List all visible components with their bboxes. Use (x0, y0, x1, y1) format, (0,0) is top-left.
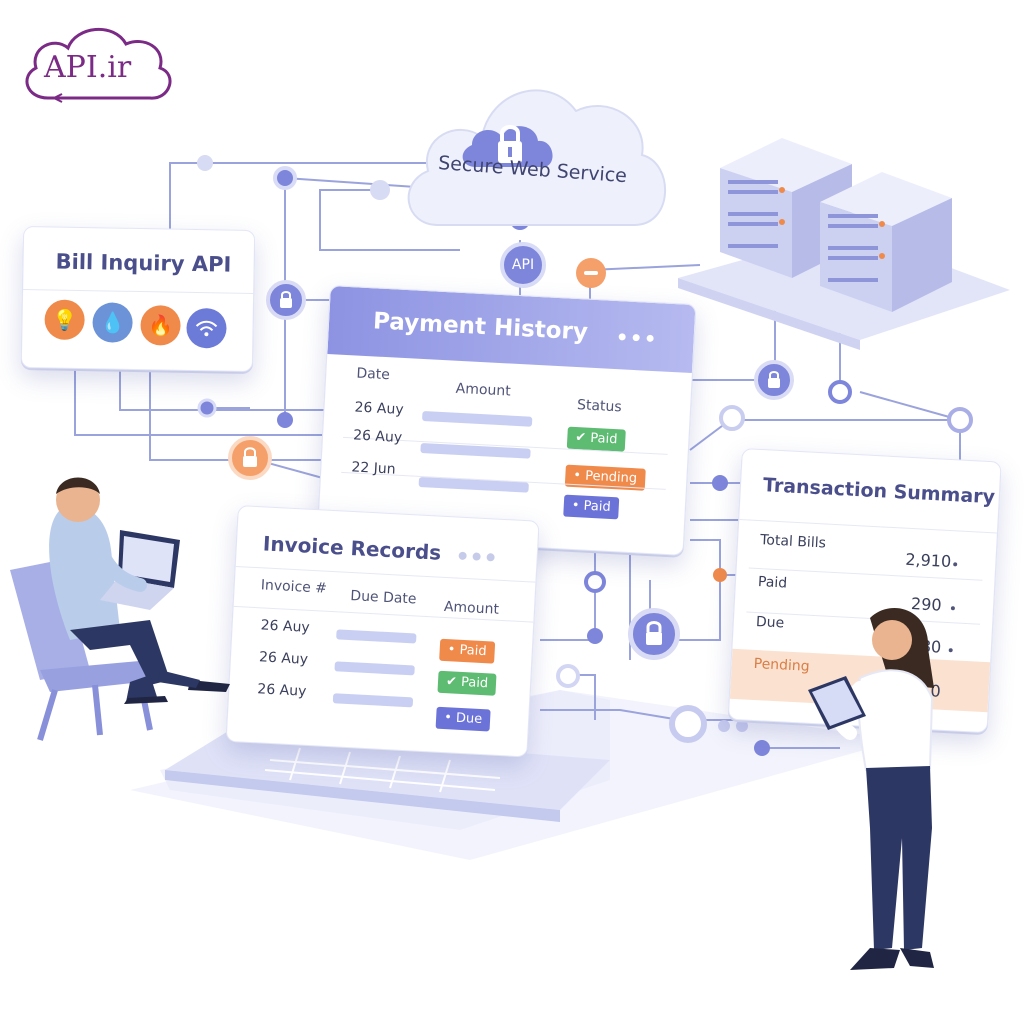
amount-bar (422, 411, 533, 427)
amount-bar (418, 476, 529, 493)
status-badge: • Paid (439, 638, 496, 664)
date-cell: 26 Auy (352, 427, 403, 446)
lock-node-icon (266, 280, 306, 320)
summary-label: Due (755, 613, 785, 632)
invoice-cell: 26 Auy (256, 681, 307, 700)
secure-web-service-cloud: Secure Web Service (398, 55, 678, 235)
invoice-records-title: Invoice Records (262, 531, 442, 565)
woman-with-tablet-illustration (808, 608, 934, 970)
cloud-logo-icon (25, 28, 172, 103)
lightbulb-icon[interactable]: 💡 (44, 299, 85, 341)
column-amount: Amount (443, 598, 500, 618)
water-drop-icon[interactable]: 💧 (92, 302, 133, 343)
due-date-bar (334, 661, 415, 676)
invoice-cell: 26 Auy (258, 649, 309, 668)
due-date-bar (336, 629, 417, 644)
api-badge: API (500, 242, 546, 288)
bill-inquiry-panel: Bill Inquiry API 💡 💧 🔥 (20, 225, 256, 373)
status-badge: • Due (435, 706, 491, 732)
bill-inquiry-title: Bill Inquiry API (55, 249, 232, 277)
summary-label: Total Bills (759, 532, 827, 552)
column-status: Status (576, 397, 623, 416)
column-date: Date (355, 365, 391, 384)
man-with-laptop-illustration (10, 477, 230, 741)
status-badge: ✔ Paid (566, 426, 626, 452)
invoice-cell: 26 Auy (260, 617, 311, 636)
more-menu-icon[interactable] (458, 551, 502, 564)
divider (23, 288, 254, 295)
server-rack-icon (712, 128, 962, 318)
api-badge-label: API (511, 257, 535, 273)
wifi-icon[interactable] (186, 307, 227, 349)
due-date-bar (332, 693, 414, 708)
invoice-records-panel: Invoice Records Invoice # Due Date Amoun… (225, 505, 540, 758)
transaction-summary-title: Transaction Summary (762, 474, 996, 509)
lock-node-icon (228, 436, 272, 480)
column-invoice: Invoice # (260, 577, 328, 597)
lock-node-icon (754, 360, 794, 400)
status-badge: ✔ Paid (437, 670, 497, 696)
cloud-icon (407, 89, 666, 226)
minus-node-icon (576, 258, 606, 288)
summary-label: Paid (757, 574, 788, 592)
status-badge: • Paid (563, 494, 620, 520)
date-cell: 26 Auy (354, 399, 404, 419)
logo: API.ir (18, 18, 176, 110)
summary-value: 2,910 (904, 549, 952, 572)
lock-node-icon (628, 608, 680, 660)
date-cell: 22 Jun (351, 459, 396, 478)
flame-icon[interactable]: 🔥 (140, 305, 181, 346)
logo-text: API.ir (44, 50, 132, 85)
column-due-date: Due Date (349, 588, 417, 608)
column-amount: Amount (455, 380, 512, 400)
